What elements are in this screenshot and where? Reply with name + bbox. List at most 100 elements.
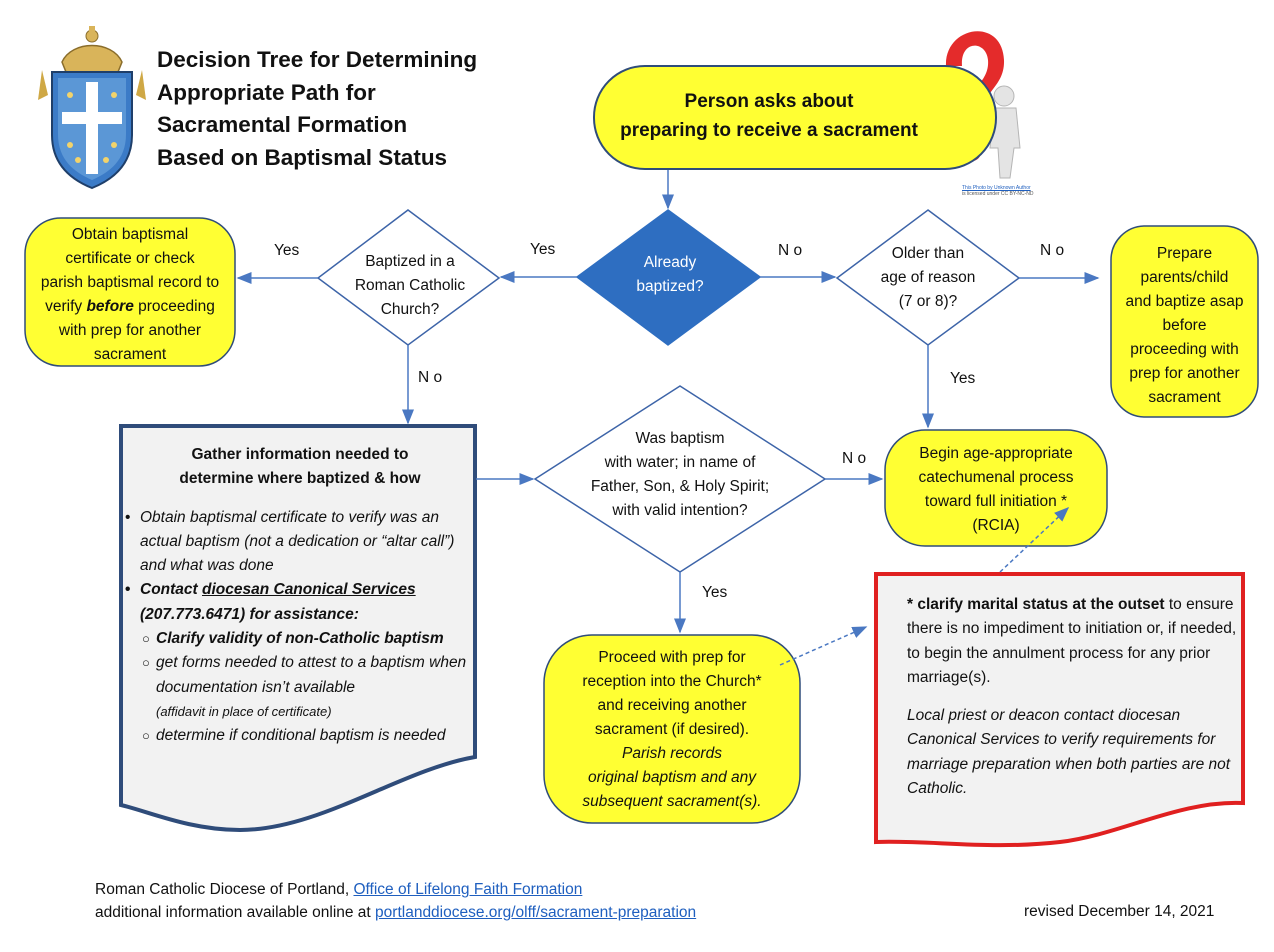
obtain-line: with prep for another bbox=[58, 322, 202, 339]
proceed-box-shape bbox=[543, 634, 801, 824]
gather-sub-bullet: get forms needed to attest to a baptism … bbox=[130, 651, 470, 724]
marital-box-text: * clarify marital status at the outset t… bbox=[907, 593, 1237, 801]
gather-box-text: Gather information needed to determine w… bbox=[125, 443, 470, 749]
catechumenal-line: (RCIA) bbox=[972, 517, 1020, 534]
catechumenal-box-text: Begin age-appropriate catechumenal proce… bbox=[887, 442, 1105, 538]
prepare-line: sacrament bbox=[1148, 389, 1221, 406]
gather-note: (affidavit in place of certificate) bbox=[156, 703, 332, 719]
gather-heading-line: determine where baptized & how bbox=[179, 470, 421, 488]
footer-line: additional information available online … bbox=[95, 902, 696, 925]
obtain-text: verify bbox=[45, 298, 87, 315]
edge-label-no: N o bbox=[418, 369, 443, 386]
footer-line: Roman Catholic Diocese of Portland, Offi… bbox=[95, 879, 696, 902]
gather-text: get forms needed to attest to a baptism … bbox=[156, 654, 467, 696]
decision-line: Already bbox=[643, 254, 697, 271]
obtain-line: parish baptismal record to bbox=[40, 274, 220, 291]
decision-catholic-text: Baptized in a Roman Catholic Church? bbox=[340, 250, 480, 322]
edge-label-yes: Yes bbox=[530, 241, 556, 258]
obtain-line: sacrament bbox=[93, 346, 167, 363]
title-line: Based on Baptismal Status bbox=[157, 144, 448, 170]
marital-note: Local priest or deacon contact diocesan … bbox=[907, 707, 1231, 798]
edge-label-no: N o bbox=[778, 242, 803, 259]
gather-bullet: Contact diocesan Canonical Services (207… bbox=[125, 578, 470, 627]
obtain-line: certificate or check bbox=[65, 250, 195, 267]
start-node-line: Person asks about bbox=[684, 91, 854, 112]
decision-line: (7 or 8)? bbox=[898, 293, 958, 310]
proceed-box-text: Proceed with prep for reception into the… bbox=[546, 646, 798, 814]
start-node-shape bbox=[593, 65, 997, 170]
proceed-note-line: subsequent sacrament(s). bbox=[582, 793, 762, 810]
proceed-note-line: original baptism and any bbox=[587, 769, 757, 786]
website-link[interactable]: portlanddiocese.org/olff/sacrament-prepa… bbox=[375, 903, 697, 921]
decision-already-baptized-shape bbox=[575, 209, 762, 346]
catechumenal-line: Begin age-appropriate bbox=[919, 445, 1073, 462]
prepare-box-shape bbox=[1110, 225, 1259, 418]
decision-line: Church? bbox=[380, 301, 440, 318]
photo-credit-link[interactable]: This Photo by Unknown Author bbox=[962, 185, 1031, 191]
decision-line: baptized? bbox=[636, 278, 704, 295]
title-line: Decision Tree for Determining bbox=[157, 47, 478, 72]
decision-line: Father, Son, & Holy Spirit; bbox=[590, 478, 770, 495]
catechumenal-line: catechumenal process bbox=[918, 469, 1074, 486]
decision-line: with valid intention? bbox=[612, 502, 748, 519]
gather-heading: Gather information needed to determine w… bbox=[130, 443, 470, 492]
gather-sub-bullet: Clarify validity of non-Catholic baptism bbox=[130, 627, 470, 652]
decision-line: Roman Catholic bbox=[354, 277, 466, 294]
proceed-line: and receiving another bbox=[597, 697, 747, 714]
decision-already-baptized-text: Already baptized? bbox=[610, 251, 730, 299]
prepare-box-text: Prepare parents/child and baptize asap b… bbox=[1113, 242, 1256, 410]
prepare-line: before bbox=[1162, 317, 1207, 334]
proceed-line: reception into the Church* bbox=[582, 673, 762, 690]
obtain-line: verify before proceeding bbox=[27, 295, 233, 319]
prepare-line: parents/child bbox=[1140, 269, 1229, 286]
gather-text: (207.773.6471) for assistance: bbox=[140, 605, 359, 623]
obtain-emphasis: before bbox=[86, 298, 134, 315]
marital-text: to ensure there is no impediment to init… bbox=[907, 596, 1237, 686]
edge-label-no: N o bbox=[842, 450, 867, 467]
title-line: Appropriate Path for bbox=[157, 79, 376, 105]
decision-valid-text: Was baptism with water; in name of Fathe… bbox=[570, 427, 790, 523]
edge-label-no: N o bbox=[1040, 242, 1065, 259]
photo-credit-license: is licensed under CC BY-NC-ND bbox=[962, 191, 1034, 197]
obtain-box-shape bbox=[24, 217, 236, 367]
prepare-line: prep for another bbox=[1129, 365, 1240, 382]
start-node-text: Person asks about preparing to receive a… bbox=[596, 87, 942, 145]
connector-arrows bbox=[236, 170, 1100, 666]
title-line: Sacramental Formation bbox=[157, 112, 408, 137]
obtain-box-text: Obtain baptismal certificate or check pa… bbox=[27, 223, 233, 367]
photo-credit: This Photo by Unknown Author is licensed… bbox=[962, 185, 1034, 197]
proceed-line: Proceed with prep for bbox=[598, 649, 746, 666]
obtain-line: Obtain baptismal bbox=[71, 226, 189, 243]
canonical-services-link[interactable]: diocesan Canonical Services bbox=[202, 581, 416, 599]
proceed-note-line: Parish records bbox=[622, 745, 722, 762]
obtain-text: proceeding bbox=[133, 298, 215, 315]
proceed-line: sacrament (if desired). bbox=[594, 721, 750, 738]
gather-sub-bullet: determine if conditional baptism is need… bbox=[130, 724, 470, 749]
decision-line: with water; in name of bbox=[604, 454, 756, 471]
decision-line: age of reason bbox=[880, 269, 976, 286]
edge-label-yes: Yes bbox=[274, 242, 300, 259]
office-link[interactable]: Office of Lifelong Faith Formation bbox=[353, 881, 583, 898]
catechumenal-box-shape bbox=[884, 429, 1108, 547]
prepare-line: and baptize asap bbox=[1125, 293, 1244, 310]
catechumenal-line: toward full initiation * bbox=[924, 493, 1068, 510]
footer: Roman Catholic Diocese of Portland, Offi… bbox=[95, 879, 696, 924]
decision-line: Was baptism bbox=[635, 430, 725, 447]
start-node-line: preparing to receive a sacrament bbox=[620, 120, 918, 141]
prepare-line: Prepare bbox=[1156, 245, 1213, 262]
marital-emphasis: * clarify marital status at the outset bbox=[907, 596, 1165, 613]
decision-older-text: Older than age of reason (7 or 8)? bbox=[858, 242, 998, 314]
gather-bullet: Obtain baptismal certificate to verify w… bbox=[125, 506, 470, 579]
diocese-crest-logo bbox=[38, 26, 146, 190]
edge-label-yes: Yes bbox=[702, 584, 728, 601]
gather-text: Contact bbox=[140, 581, 202, 599]
page-title: Decision Tree for Determining Appropriat… bbox=[157, 44, 517, 174]
prepare-line: proceeding with bbox=[1130, 341, 1239, 358]
marital-paragraph: * clarify marital status at the outset t… bbox=[907, 593, 1237, 690]
footer-text: Roman Catholic Diocese of Portland, bbox=[95, 881, 354, 898]
gather-list: Obtain baptismal certificate to verify w… bbox=[125, 506, 470, 749]
decision-line: Baptized in a bbox=[365, 253, 455, 270]
edge-label-yes: Yes bbox=[950, 370, 976, 387]
marital-box-shape bbox=[874, 572, 1245, 848]
gather-heading-line: Gather information needed to bbox=[191, 446, 409, 463]
